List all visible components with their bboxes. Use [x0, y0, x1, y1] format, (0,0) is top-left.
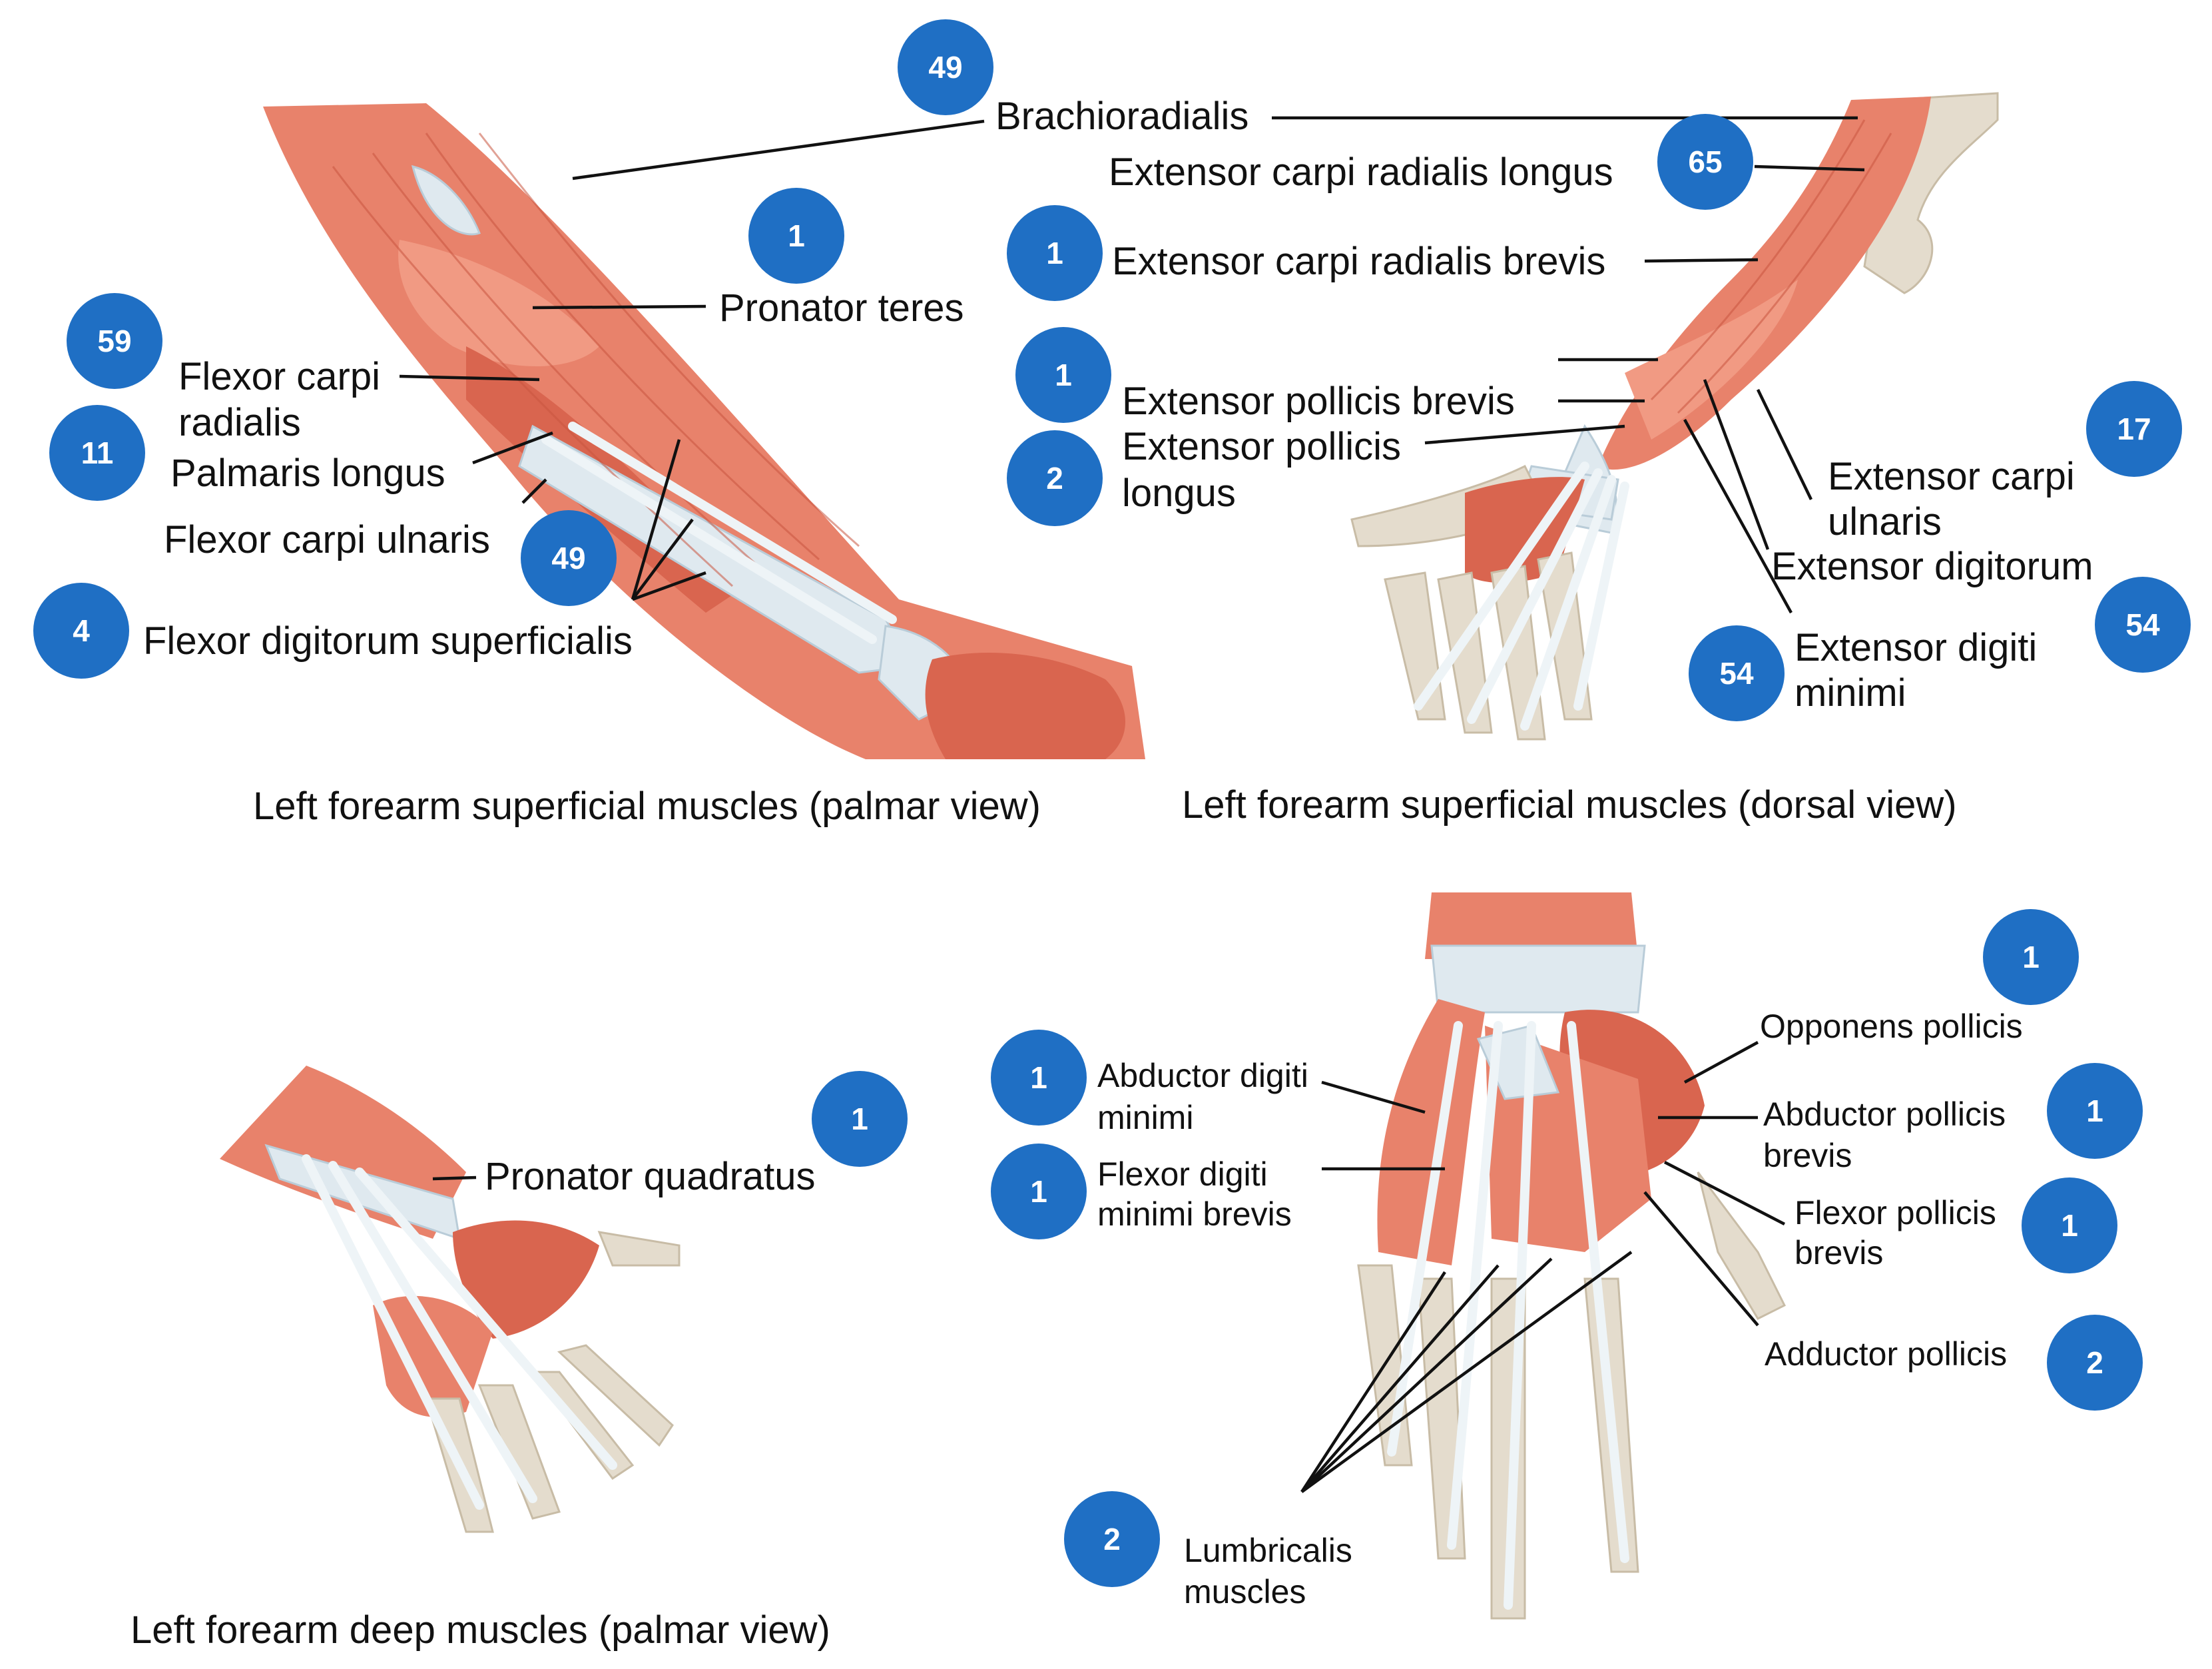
svg-text:1[interactable]: 1 — [2022, 940, 2040, 974]
label-brachioradialis: Brachioradialis — [995, 95, 1248, 138]
badge-4-flexor-digitorum-superficialis[interactable]: 4 — [33, 583, 129, 679]
label-extensor-pollicis-brevis: Extensor pollicis brevis — [1122, 380, 1515, 423]
palmar-superficial-illustration — [263, 103, 1145, 759]
label-flexor-carpi-radialis-line1: Flexor carpi — [178, 355, 380, 398]
label-lumbricalis-line1: Lumbricalis — [1184, 1532, 1352, 1569]
caption-dorsal-superficial: Left forearm superficial muscles (dorsal… — [1182, 783, 1957, 827]
label-extensor-pollicis-longus-line1: Extensor pollicis — [1122, 425, 1401, 468]
label-flexor-carpi-ulnaris: Flexor carpi ulnaris — [164, 518, 490, 561]
label-flexor-digitorum-superficialis: Flexor digitorum superficialis — [143, 619, 633, 663]
leader-lines — [399, 116, 1865, 1493]
badge-2-extensor-pollicis-longus[interactable]: 2 — [1007, 430, 1103, 526]
svg-text:2[interactable]: 2 — [1103, 1522, 1121, 1556]
palmar-deep-illustration — [220, 1066, 681, 1533]
badge-2-adductor-pollicis[interactable]: 2 — [2047, 1315, 2143, 1411]
labels: Brachioradialis Pronator teres Flexor ca… — [143, 95, 2093, 1610]
label-adductor-pollicis: Adductor pollicis — [1765, 1335, 2007, 1373]
label-abductor-pollicis-brevis-line2: brevis — [1763, 1137, 1852, 1174]
label-pronator-quadratus: Pronator quadratus — [485, 1155, 816, 1198]
svg-text:1[interactable]: 1 — [851, 1102, 868, 1136]
badge-1-pronator-quadratus[interactable]: 1 — [812, 1071, 908, 1167]
svg-text:1[interactable]: 1 — [1046, 236, 1063, 270]
label-flexor-pollicis-brevis-line2: brevis — [1795, 1234, 1883, 1271]
badge-1-pronator-teres[interactable]: 1 — [748, 188, 844, 284]
label-extensor-digitorum: Extensor digitorum — [1771, 545, 2093, 588]
label-flexor-pollicis-brevis-line1: Flexor pollicis — [1795, 1194, 1996, 1231]
label-abductor-digiti-minimi-line2: minimi — [1097, 1099, 1193, 1136]
badge-1-abductor-digiti-minimi[interactable]: 1 — [991, 1030, 1087, 1126]
badge-1-abductor-pollicis-brevis[interactable]: 1 — [2047, 1063, 2143, 1159]
hand-palmar-illustration — [1357, 892, 1787, 1620]
svg-text:1[interactable]: 1 — [1055, 358, 1072, 392]
badge-1-extensor-carpi-radialis-brevis[interactable]: 1 — [1007, 205, 1103, 301]
label-lumbricalis-line2: muscles — [1184, 1573, 1306, 1610]
badge-2-lumbricalis[interactable]: 2 — [1064, 1491, 1160, 1587]
badge-1-flexor-pollicis-brevis[interactable]: 1 — [2022, 1177, 2117, 1273]
label-flexor-digiti-minimi-brevis-line1: Flexor digiti — [1097, 1156, 1268, 1193]
label-flexor-digiti-minimi-brevis-line2: minimi brevis — [1097, 1195, 1292, 1233]
label-abductor-pollicis-brevis-line1: Abductor pollicis — [1763, 1096, 2006, 1133]
svg-text:59[interactable]: 59 — [97, 324, 131, 358]
caption-palmar-superficial: Left forearm superficial muscles (palmar… — [253, 785, 1041, 828]
badge-1-flexor-digiti-minimi-brevis[interactable]: 1 — [991, 1144, 1087, 1239]
badge-49-flexor-carpi-ulnaris[interactable]: 49 — [521, 510, 617, 606]
svg-text:2[interactable]: 2 — [2086, 1345, 2103, 1380]
svg-text:1[interactable]: 1 — [2086, 1094, 2103, 1128]
badge-1-extensor-pollicis-brevis[interactable]: 1 — [1015, 327, 1111, 423]
captions: Left forearm superficial muscles (palmar… — [131, 783, 1957, 1652]
badge-11-palmaris-longus[interactable]: 11 — [49, 405, 145, 501]
svg-text:1[interactable]: 1 — [1030, 1060, 1047, 1095]
badge-1-opponens-pollicis[interactable]: 1 — [1983, 909, 2079, 1005]
label-flexor-carpi-radialis-line2: radialis — [178, 401, 301, 444]
svg-text:2[interactable]: 2 — [1046, 461, 1063, 496]
badge-65-extensor-carpi-radialis-longus[interactable]: 65 — [1657, 114, 1753, 210]
label-extensor-digiti-minimi-line1: Extensor digiti — [1795, 626, 2037, 669]
label-extensor-carpi-radialis-longus: Extensor carpi radialis longus — [1109, 151, 1613, 194]
badge-59-flexor-carpi-radialis[interactable]: 59 — [67, 293, 162, 389]
caption-palmar-deep: Left forearm deep muscles (palmar view) — [131, 1608, 830, 1652]
svg-text:1[interactable]: 1 — [788, 218, 805, 253]
label-extensor-pollicis-longus-line2: longus — [1122, 472, 1236, 515]
svg-text:54[interactable]: 54 — [1719, 656, 1754, 691]
badge-54-extensor-digiti-minimi[interactable]: 54 — [1689, 625, 1785, 721]
svg-text:4[interactable]: 4 — [73, 613, 90, 648]
label-abductor-digiti-minimi-line1: Abductor digiti — [1097, 1057, 1308, 1094]
svg-text:1[interactable]: 1 — [2061, 1208, 2078, 1243]
svg-text:17[interactable]: 17 — [2117, 412, 2151, 446]
label-opponens-pollicis: Opponens pollicis — [1760, 1008, 2023, 1045]
dorsal-superficial-illustration — [1350, 92, 1999, 741]
label-pronator-teres: Pronator teres — [719, 286, 964, 330]
label-extensor-carpi-radialis-brevis: Extensor carpi radialis brevis — [1112, 240, 1605, 283]
number-badges[interactable]: 49 1 59 11 49 4 65 1 1 2 17 54 54 1 1 1 … — [33, 19, 2191, 1587]
badge-49-brachioradialis[interactable]: 49 — [898, 19, 993, 115]
svg-text:65[interactable]: 65 — [1688, 145, 1722, 179]
svg-text:11[interactable]: 11 — [81, 436, 114, 470]
label-extensor-digiti-minimi-line2: minimi — [1795, 671, 1906, 715]
label-palmaris-longus: Palmaris longus — [170, 452, 445, 495]
svg-text:49[interactable]: 49 — [551, 541, 585, 575]
svg-text:49[interactable]: 49 — [928, 50, 962, 85]
label-extensor-carpi-ulnaris-line2: ulnaris — [1828, 500, 1942, 543]
svg-text:1[interactable]: 1 — [1030, 1174, 1047, 1209]
svg-text:54[interactable]: 54 — [2125, 607, 2160, 642]
badge-17-extensor-carpi-ulnaris[interactable]: 17 — [2086, 381, 2182, 477]
label-extensor-carpi-ulnaris-line1: Extensor carpi — [1828, 455, 2075, 498]
badge-54-extensor-digitorum[interactable]: 54 — [2095, 577, 2191, 673]
